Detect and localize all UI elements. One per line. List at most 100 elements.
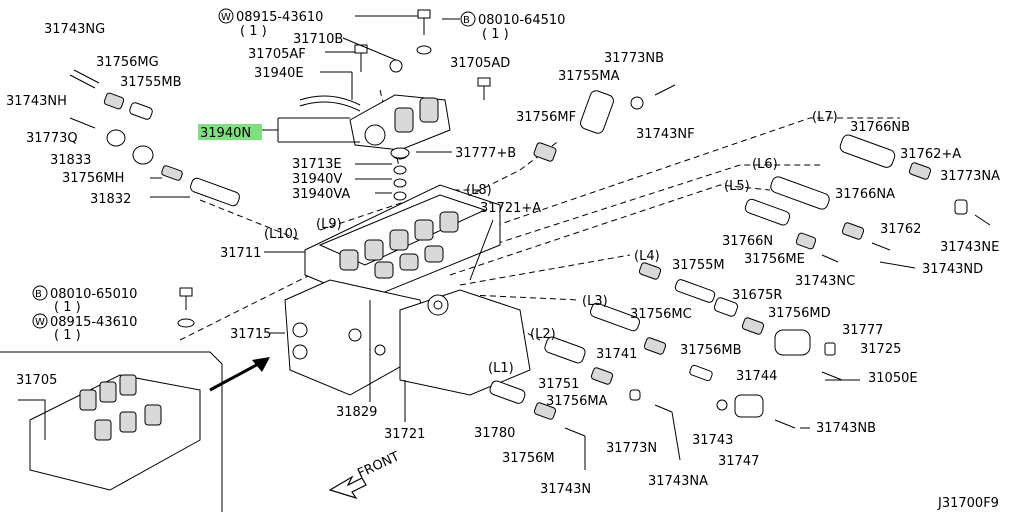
label-31050E[interactable]: 31050E xyxy=(868,371,918,386)
label-31743NF[interactable]: 31743NF xyxy=(636,127,695,142)
front-label: FRONT xyxy=(355,449,402,481)
label-31743NH[interactable]: 31743NH xyxy=(6,94,67,109)
washer-badge-top: W xyxy=(218,8,234,24)
label-31743NA[interactable]: 31743NA xyxy=(648,474,708,489)
label-31743[interactable]: 31743 xyxy=(692,433,733,448)
label-31743NC[interactable]: 31743NC xyxy=(795,274,855,289)
label-31756ME[interactable]: 31756ME xyxy=(744,252,805,267)
label-31747[interactable]: 31747 xyxy=(718,454,759,469)
label-31711[interactable]: 31711 xyxy=(220,246,261,261)
label-31713E[interactable]: 31713E xyxy=(292,157,342,172)
label-L2: (L2) xyxy=(530,327,556,342)
label-31766NB[interactable]: 31766NB xyxy=(850,120,910,135)
label-31705AD[interactable]: 31705AD xyxy=(450,56,510,71)
label-31940V[interactable]: 31940V xyxy=(292,172,342,187)
label-08915-43610-mid[interactable]: 08915-43610 xyxy=(50,315,137,330)
top-parts xyxy=(390,84,676,162)
label-31756MG[interactable]: 31756MG xyxy=(96,55,159,70)
label-31710B[interactable]: 31710B xyxy=(293,32,343,47)
label-31766N[interactable]: 31766N xyxy=(722,234,773,249)
right-parts xyxy=(489,134,991,437)
label-31705[interactable]: 31705 xyxy=(16,373,57,388)
label-31756MA[interactable]: 31756MA xyxy=(546,394,608,409)
label-31743ND[interactable]: 31743ND xyxy=(922,262,983,277)
part-labels: 31743NG 31756MG 31755MB 31743NH 31773Q 3… xyxy=(6,8,1000,511)
label-31940E[interactable]: 31940E xyxy=(254,66,304,81)
label-31721A[interactable]: 31721+A xyxy=(480,201,541,216)
svg-text:W: W xyxy=(221,12,231,23)
label-31832[interactable]: 31832 xyxy=(90,192,131,207)
control-valve-upper-body[interactable] xyxy=(304,184,501,301)
label-31756M[interactable]: 31756M xyxy=(502,451,555,466)
svg-text:B: B xyxy=(463,15,470,26)
label-31773N[interactable]: 31773N xyxy=(606,441,657,456)
label-L1: (L1) xyxy=(488,361,514,376)
valve-spools xyxy=(339,211,459,279)
separator-plate[interactable] xyxy=(284,279,431,396)
label-08915-43610-top-qty: ( 1 ) xyxy=(240,24,267,39)
bolts xyxy=(177,9,491,328)
label-31756MC[interactable]: 31756MC xyxy=(630,307,692,322)
label-31773NB[interactable]: 31773NB xyxy=(604,51,664,66)
label-31756MB[interactable]: 31756MB xyxy=(680,343,742,358)
label-31756MD[interactable]: 31756MD xyxy=(768,306,831,321)
label-31762A[interactable]: 31762+A xyxy=(900,147,961,162)
label-31755M[interactable]: 31755M xyxy=(672,258,725,273)
label-08010-65010-mid-qty: ( 1 ) xyxy=(54,300,81,315)
washer-badge-mid: W xyxy=(32,313,48,329)
label-L8: (L8) xyxy=(466,183,492,198)
highlight-31940N xyxy=(198,124,262,140)
bolt-badge-mid: B xyxy=(32,285,48,301)
label-08010-64510-top[interactable]: 08010-64510 xyxy=(478,13,565,28)
label-31829[interactable]: 31829 xyxy=(336,405,377,420)
control-valve-lower-body[interactable] xyxy=(399,289,531,396)
label-08915-43610-top[interactable]: 08915-43610 xyxy=(236,10,323,25)
label-31743NE[interactable]: 31743NE xyxy=(940,240,999,255)
diagram-code: J31700F9 xyxy=(937,496,999,511)
label-31756MH[interactable]: 31756MH xyxy=(62,171,124,186)
inset-assembly-31705[interactable] xyxy=(0,351,223,512)
label-31755MB[interactable]: 31755MB xyxy=(120,75,182,90)
bolt-badge-top: B xyxy=(460,11,476,27)
label-31780[interactable]: 31780 xyxy=(474,426,515,441)
label-31940VA[interactable]: 31940VA xyxy=(292,187,350,202)
label-L10: (L10) xyxy=(264,227,298,242)
label-31743NB[interactable]: 31743NB xyxy=(816,421,876,436)
leader-lines xyxy=(18,15,916,470)
label-08915-43610-mid-qty: ( 1 ) xyxy=(54,328,81,343)
label-31773Q[interactable]: 31773Q xyxy=(26,131,78,146)
label-31833[interactable]: 31833 xyxy=(50,153,91,168)
label-L4: (L4) xyxy=(634,249,660,264)
label-31705AF[interactable]: 31705AF xyxy=(248,47,306,62)
label-L7: (L7) xyxy=(812,110,838,125)
label-31675R[interactable]: 31675R xyxy=(732,288,782,303)
label-31777[interactable]: 31777 xyxy=(842,323,883,338)
label-31766NA[interactable]: 31766NA xyxy=(835,187,895,202)
label-31940N[interactable]: 31940N xyxy=(200,126,251,141)
left-parts xyxy=(69,69,240,207)
label-31762[interactable]: 31762 xyxy=(880,222,921,237)
solenoid-assembly[interactable] xyxy=(299,94,451,151)
label-31743NG[interactable]: 31743NG xyxy=(44,22,105,37)
label-31756MF[interactable]: 31756MF xyxy=(516,110,576,125)
label-31755MA[interactable]: 31755MA xyxy=(558,69,620,84)
label-L6: (L6) xyxy=(752,157,778,172)
svg-text:B: B xyxy=(35,289,42,300)
label-31744[interactable]: 31744 xyxy=(736,369,777,384)
label-31773NA[interactable]: 31773NA xyxy=(940,169,1000,184)
label-L3: (L3) xyxy=(582,294,608,309)
label-31715[interactable]: 31715 xyxy=(230,327,271,342)
label-08010-64510-top-qty: ( 1 ) xyxy=(482,27,509,42)
label-31751[interactable]: 31751 xyxy=(538,377,579,392)
svg-text:W: W xyxy=(35,317,45,328)
label-31741[interactable]: 31741 xyxy=(596,347,637,362)
label-31743N[interactable]: 31743N xyxy=(540,482,591,497)
label-31721[interactable]: 31721 xyxy=(384,427,425,442)
front-arrow xyxy=(328,475,367,500)
label-08010-65010-mid[interactable]: 08010-65010 xyxy=(50,287,137,302)
label-L9: (L9) xyxy=(316,217,342,232)
label-31777B[interactable]: 31777+B xyxy=(455,146,516,161)
label-31725[interactable]: 31725 xyxy=(860,342,901,357)
